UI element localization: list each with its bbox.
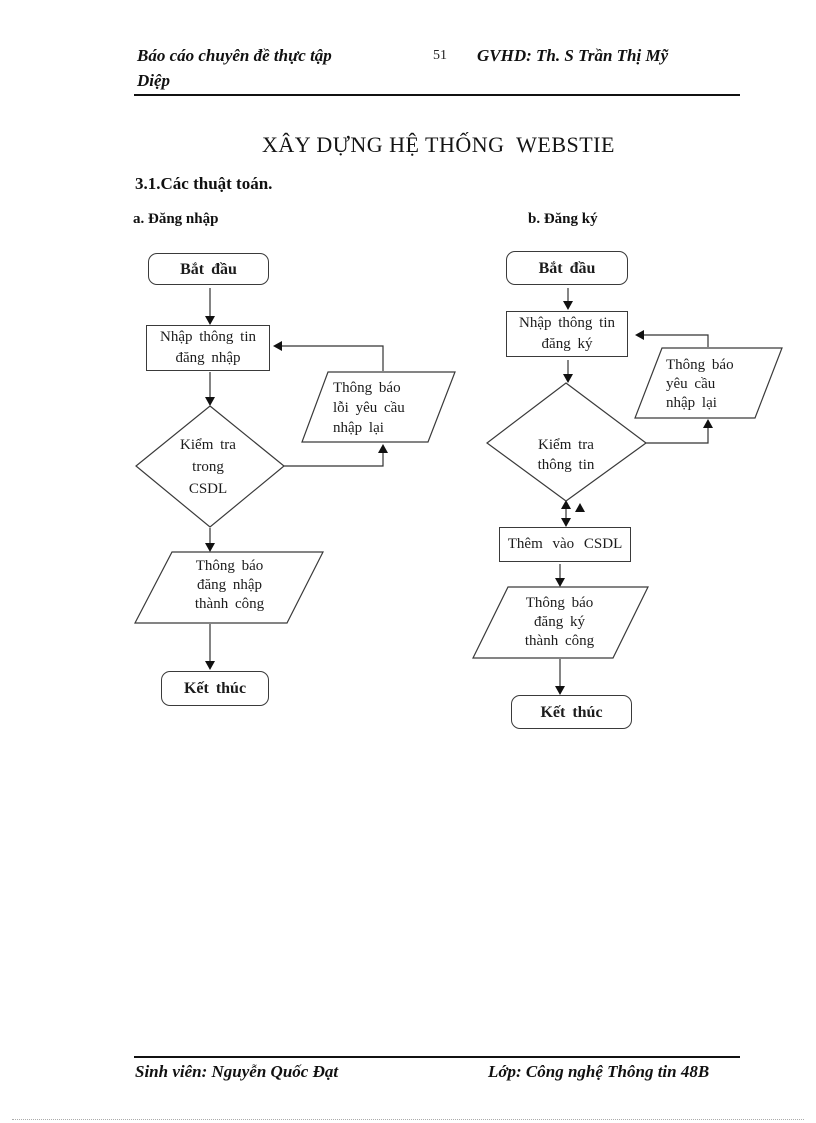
arrow-error-to-input-b <box>643 334 709 347</box>
arrow-error-to-input-a <box>281 345 384 371</box>
footer-student: Sinh viên: Nguyễn Quốc Đạt <box>135 1062 339 1081</box>
flowchart-register-caption: b. Đăng ký <box>528 211 598 227</box>
node-error-a-label: Thông báo lỗi yêu cầu nhập lại <box>333 380 405 436</box>
section-heading: 3.1.Các thuật toán. <box>135 174 273 193</box>
node-add-csdl-b: Thêm vào CSDL <box>499 527 631 562</box>
footer-class: Lớp: Công nghệ Thông tin 48B <box>488 1062 710 1081</box>
header-page-number: 51 <box>433 48 447 63</box>
page-title: XÂY DỰNG HỆ THỐNG WEBSTIE <box>262 132 615 157</box>
node-input-b: Nhập thông tin đăng ký <box>506 311 628 357</box>
node-start-a: Bắt đầu <box>148 253 269 285</box>
header-right: GVHD: Th. S Trần Thị Mỹ <box>477 46 669 65</box>
up-arrowhead-icon <box>575 503 585 512</box>
header-rule <box>134 94 740 96</box>
node-end-a: Kết thúc <box>161 671 269 706</box>
header-left-line2: Diệp <box>137 71 171 90</box>
page-bottom-dotted-line <box>12 1119 804 1120</box>
node-success-a-label: Thông báo đăng nhập thành công <box>194 558 265 612</box>
node-decision-a-label: Kiểm tra trong CSDL <box>180 437 236 497</box>
node-start-b: Bắt đầu <box>506 251 628 285</box>
arrow-decision-to-error-b <box>646 427 709 444</box>
node-decision-b-label: Kiểm tra thông tin <box>537 437 595 473</box>
node-end-b: Kết thúc <box>511 695 632 729</box>
footer-rule <box>134 1056 740 1058</box>
header-left-line1: Báo cáo chuyên đề thực tập <box>137 46 332 65</box>
node-success-b-label: Thông báo đăng ký thành công <box>524 595 595 649</box>
arrow-decision-to-error-a <box>284 452 384 467</box>
node-input-a: Nhập thông tin đăng nhập <box>146 325 270 371</box>
flowchart-login-caption: a. Đăng nhập <box>133 211 219 227</box>
node-error-b-label: Thông báo yêu cầu nhập lại <box>666 357 734 411</box>
